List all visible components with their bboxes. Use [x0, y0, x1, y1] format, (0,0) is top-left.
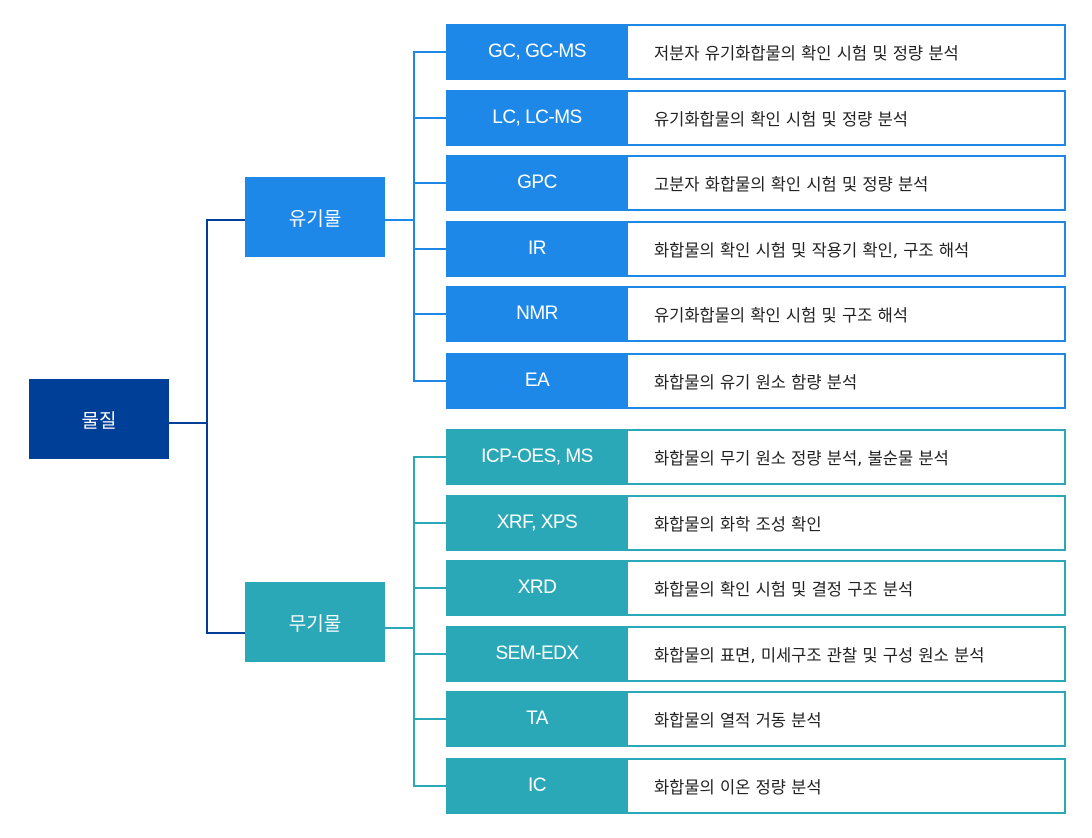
method-label: NMR: [516, 303, 558, 324]
row-branch: [414, 380, 446, 382]
root-connector: [169, 422, 208, 424]
method-description: 화합물의 이온 정량 분석: [628, 758, 1066, 814]
method-description: 유기화합물의 확인 시험 및 구조 해석: [628, 286, 1066, 342]
row-branch: [414, 522, 446, 524]
row-branch: [414, 456, 446, 458]
group-connector: [385, 219, 414, 221]
group-label: 무기물: [288, 612, 342, 635]
row-branch: [414, 51, 446, 53]
method-description: 저분자 유기화합물의 확인 시험 및 정량 분석: [628, 24, 1066, 80]
row-branch: [414, 182, 446, 184]
method-label: IC: [528, 775, 547, 796]
row-branch: [414, 718, 446, 720]
row-branch: [414, 785, 446, 787]
method-row: SEM-EDX 화합물의 표면, 미세구조 관찰 및 구성 원소 분석: [446, 626, 1066, 682]
group-connector: [385, 627, 414, 629]
method-row: GC, GC-MS 저분자 유기화합물의 확인 시험 및 정량 분석: [446, 24, 1066, 80]
method-label: GPC: [517, 172, 557, 193]
group-organic: 유기물: [245, 177, 385, 257]
method-row: IR 화합물의 확인 시험 및 작용기 확인, 구조 해석: [446, 221, 1066, 277]
method-label: SEM-EDX: [495, 643, 579, 664]
root-trunk: [206, 219, 208, 634]
method-row: XRF, XPS 화합물의 화학 조성 확인: [446, 495, 1066, 551]
method-row: XRD 화합물의 확인 시험 및 결정 구조 분석: [446, 560, 1066, 616]
method-row: LC, LC-MS 유기화합물의 확인 시험 및 정량 분석: [446, 90, 1066, 146]
method-label: IR: [528, 238, 547, 259]
method-label: XRF, XPS: [496, 512, 578, 533]
method-row: IC 화합물의 이온 정량 분석: [446, 758, 1066, 814]
method-label: ICP-OES, MS: [481, 446, 593, 467]
root-node: 물질: [29, 379, 169, 459]
method-label: XRD: [517, 577, 557, 598]
method-description: 화합물의 확인 시험 및 결정 구조 분석: [628, 560, 1066, 616]
row-branch: [414, 117, 446, 119]
row-branch: [414, 587, 446, 589]
method-row: GPC 고분자 화합물의 확인 시험 및 정량 분석: [446, 155, 1066, 211]
method-row: TA 화합물의 열적 거동 분석: [446, 691, 1066, 747]
method-row: NMR 유기화합물의 확인 시험 및 구조 해석: [446, 286, 1066, 342]
method-description: 화합물의 유기 원소 함량 분석: [628, 353, 1066, 409]
method-description: 고분자 화합물의 확인 시험 및 정량 분석: [628, 155, 1066, 211]
row-branch: [414, 313, 446, 315]
method-label: LC, LC-MS: [492, 107, 582, 128]
inorganic-branch: [206, 632, 245, 634]
method-description: 화합물의 화학 조성 확인: [628, 495, 1066, 551]
organic-branch: [206, 219, 245, 221]
root-label: 물질: [81, 409, 117, 432]
bracket-line: [413, 51, 415, 382]
group-label: 유기물: [288, 207, 342, 230]
method-row: ICP-OES, MS 화합물의 무기 원소 정량 분석, 불순물 분석: [446, 429, 1066, 485]
row-branch: [414, 653, 446, 655]
method-row: EA 화합물의 유기 원소 함량 분석: [446, 353, 1066, 409]
method-description: 화합물의 표면, 미세구조 관찰 및 구성 원소 분석: [628, 626, 1066, 682]
method-description: 화합물의 확인 시험 및 작용기 확인, 구조 해석: [628, 221, 1066, 277]
method-description: 화합물의 무기 원소 정량 분석, 불순물 분석: [628, 429, 1066, 485]
method-label: GC, GC-MS: [488, 41, 586, 62]
method-label: EA: [524, 370, 550, 391]
row-branch: [414, 248, 446, 250]
method-label: TA: [526, 708, 548, 729]
group-inorganic: 무기물: [245, 582, 385, 662]
method-description: 유기화합물의 확인 시험 및 정량 분석: [628, 90, 1066, 146]
method-description: 화합물의 열적 거동 분석: [628, 691, 1066, 747]
bracket-line: [413, 456, 415, 787]
